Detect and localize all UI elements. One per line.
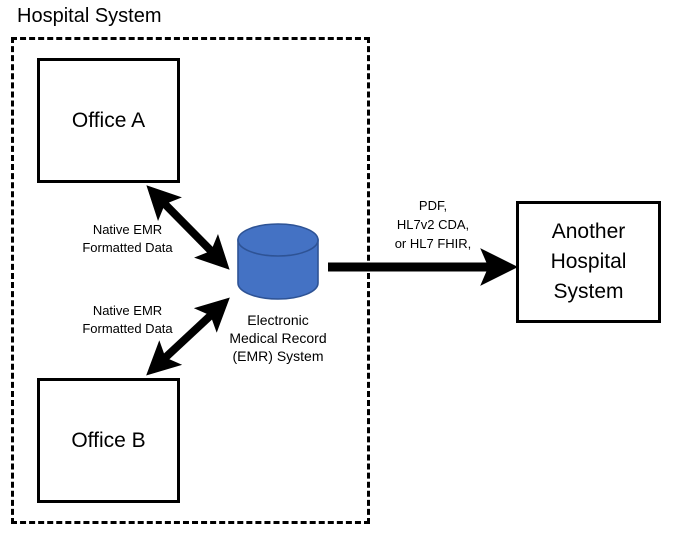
node-office-b[interactable]: Office B [37, 378, 180, 503]
node-another-hospital-system[interactable]: Another Hospital System [516, 201, 661, 323]
export-format-line3: or HL7 FHIR, [394, 236, 472, 251]
office-b-label: Office B [71, 428, 146, 452]
edge-label-office-a-to-emr: Native EMR Formatted Data [70, 221, 185, 257]
edge-label-office-a-line2: Formatted Data [82, 240, 173, 255]
another-hospital-label-group: Another Hospital System [551, 217, 627, 307]
emr-label-line2: Medical Record [229, 330, 327, 346]
edge-label-office-b-line1: Native EMR [92, 303, 163, 318]
emr-label-line1: Electronic [247, 312, 309, 328]
another-hospital-label-line3: System [553, 280, 624, 303]
edge-label-emr-to-another-hospital: PDF, HL7v2 CDA, or HL7 FHIR, [372, 196, 494, 253]
export-format-line1: PDF, [418, 198, 448, 213]
database-cylinder-icon[interactable] [237, 223, 319, 300]
emr-label-line3: (EMR) System [232, 348, 324, 364]
edge-label-office-a-line1: Native EMR [92, 222, 163, 237]
cylinder-body [237, 239, 319, 300]
another-hospital-label-line1: Another [551, 220, 626, 243]
office-a-label: Office A [71, 108, 146, 132]
hospital-system-boundary [11, 37, 370, 524]
another-hospital-label-line2: Hospital [550, 250, 627, 273]
edge-label-office-b-to-emr: Native EMR Formatted Data [70, 302, 185, 338]
edge-label-office-b-line2: Formatted Data [82, 321, 173, 336]
node-office-a[interactable]: Office A [37, 58, 180, 183]
cylinder-top-ellipse [237, 223, 319, 257]
export-format-line2: HL7v2 CDA, [396, 217, 470, 232]
hospital-system-title: Hospital System [17, 5, 162, 27]
emr-system-label: Electronic Medical Record (EMR) System [228, 311, 328, 365]
